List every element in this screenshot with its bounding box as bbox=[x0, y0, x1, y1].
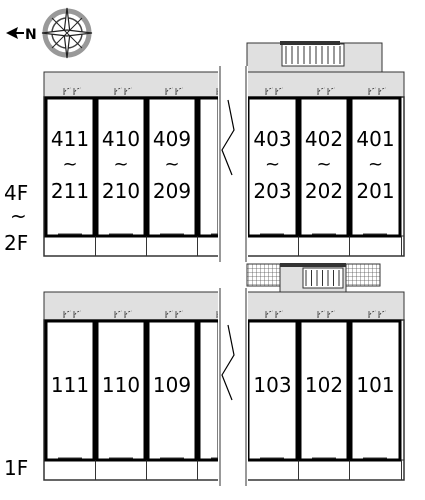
floor-label-1f: 1F bbox=[4, 456, 28, 480]
unit-number-sep: ~ bbox=[316, 154, 331, 175]
unit-number: 110 bbox=[102, 373, 140, 397]
compass-icon bbox=[41, 7, 93, 59]
unit-number-bottom: 211 bbox=[51, 179, 89, 203]
unit-number-top: 401 bbox=[356, 127, 394, 151]
unit-1: 110 bbox=[102, 373, 140, 397]
unit-number-sep: ~ bbox=[113, 154, 128, 175]
unit-number: 109 bbox=[153, 373, 191, 397]
unit-number-sep: ~ bbox=[62, 154, 77, 175]
floor-label-2f: 2F bbox=[4, 231, 28, 255]
break-line bbox=[221, 324, 235, 401]
unit-number: 101 bbox=[356, 373, 394, 397]
upper-floor-plan: 411 ~211 410 ~210 409 ~209 403 ~203 402 ~202 401 ~2… bbox=[43, 41, 405, 262]
unit-number: 103 bbox=[253, 373, 291, 397]
unit-number-top: 410 bbox=[102, 127, 140, 151]
unit-number: 102 bbox=[305, 373, 343, 397]
unit-number-sep: ~ bbox=[368, 154, 383, 175]
north-arrow-icon bbox=[6, 27, 18, 39]
unit-number-top: 411 bbox=[51, 127, 89, 151]
unit-2: 109 bbox=[153, 373, 191, 397]
unit-1: 410 ~210 bbox=[102, 127, 140, 203]
stairs-ground bbox=[280, 263, 346, 289]
ground-floor-plan: 111 110 109 103 102 101 bbox=[43, 263, 405, 486]
hatched-area-right bbox=[345, 263, 381, 287]
hatched-area-left bbox=[246, 263, 281, 287]
unit-0: 411 ~211 bbox=[51, 127, 89, 203]
unit-number-bottom: 209 bbox=[153, 179, 191, 203]
unit-number: 111 bbox=[51, 373, 89, 397]
unit-5: 401 ~201 bbox=[356, 127, 394, 203]
unit-number-top: 402 bbox=[305, 127, 343, 151]
unit-number-sep: ~ bbox=[164, 154, 179, 175]
compass: N bbox=[6, 7, 93, 59]
unit-number-bottom: 201 bbox=[356, 179, 394, 203]
unit-number-sep: ~ bbox=[265, 154, 280, 175]
unit-4: 102 bbox=[305, 373, 343, 397]
unit-number-top: 409 bbox=[153, 127, 191, 151]
unit-2: 409 ~209 bbox=[153, 127, 191, 203]
floor-label-4f: 4F bbox=[4, 181, 28, 205]
floor-label-sep: ~ bbox=[10, 204, 27, 228]
unit-number-bottom: 202 bbox=[305, 179, 343, 203]
break-line bbox=[221, 99, 235, 176]
unit-4: 402 ~202 bbox=[305, 127, 343, 203]
north-label: N bbox=[25, 27, 37, 43]
floor-labels: 4F ~ 2F 1F bbox=[4, 181, 28, 480]
unit-3: 103 bbox=[253, 373, 291, 397]
unit-number-bottom: 203 bbox=[253, 179, 291, 203]
unit-5: 101 bbox=[356, 373, 394, 397]
unit-number-bottom: 210 bbox=[102, 179, 140, 203]
stairs-upper bbox=[280, 41, 345, 67]
unit-0: 111 bbox=[51, 373, 89, 397]
unit-3: 403 ~203 bbox=[253, 127, 291, 203]
unit-number-top: 403 bbox=[253, 127, 291, 151]
